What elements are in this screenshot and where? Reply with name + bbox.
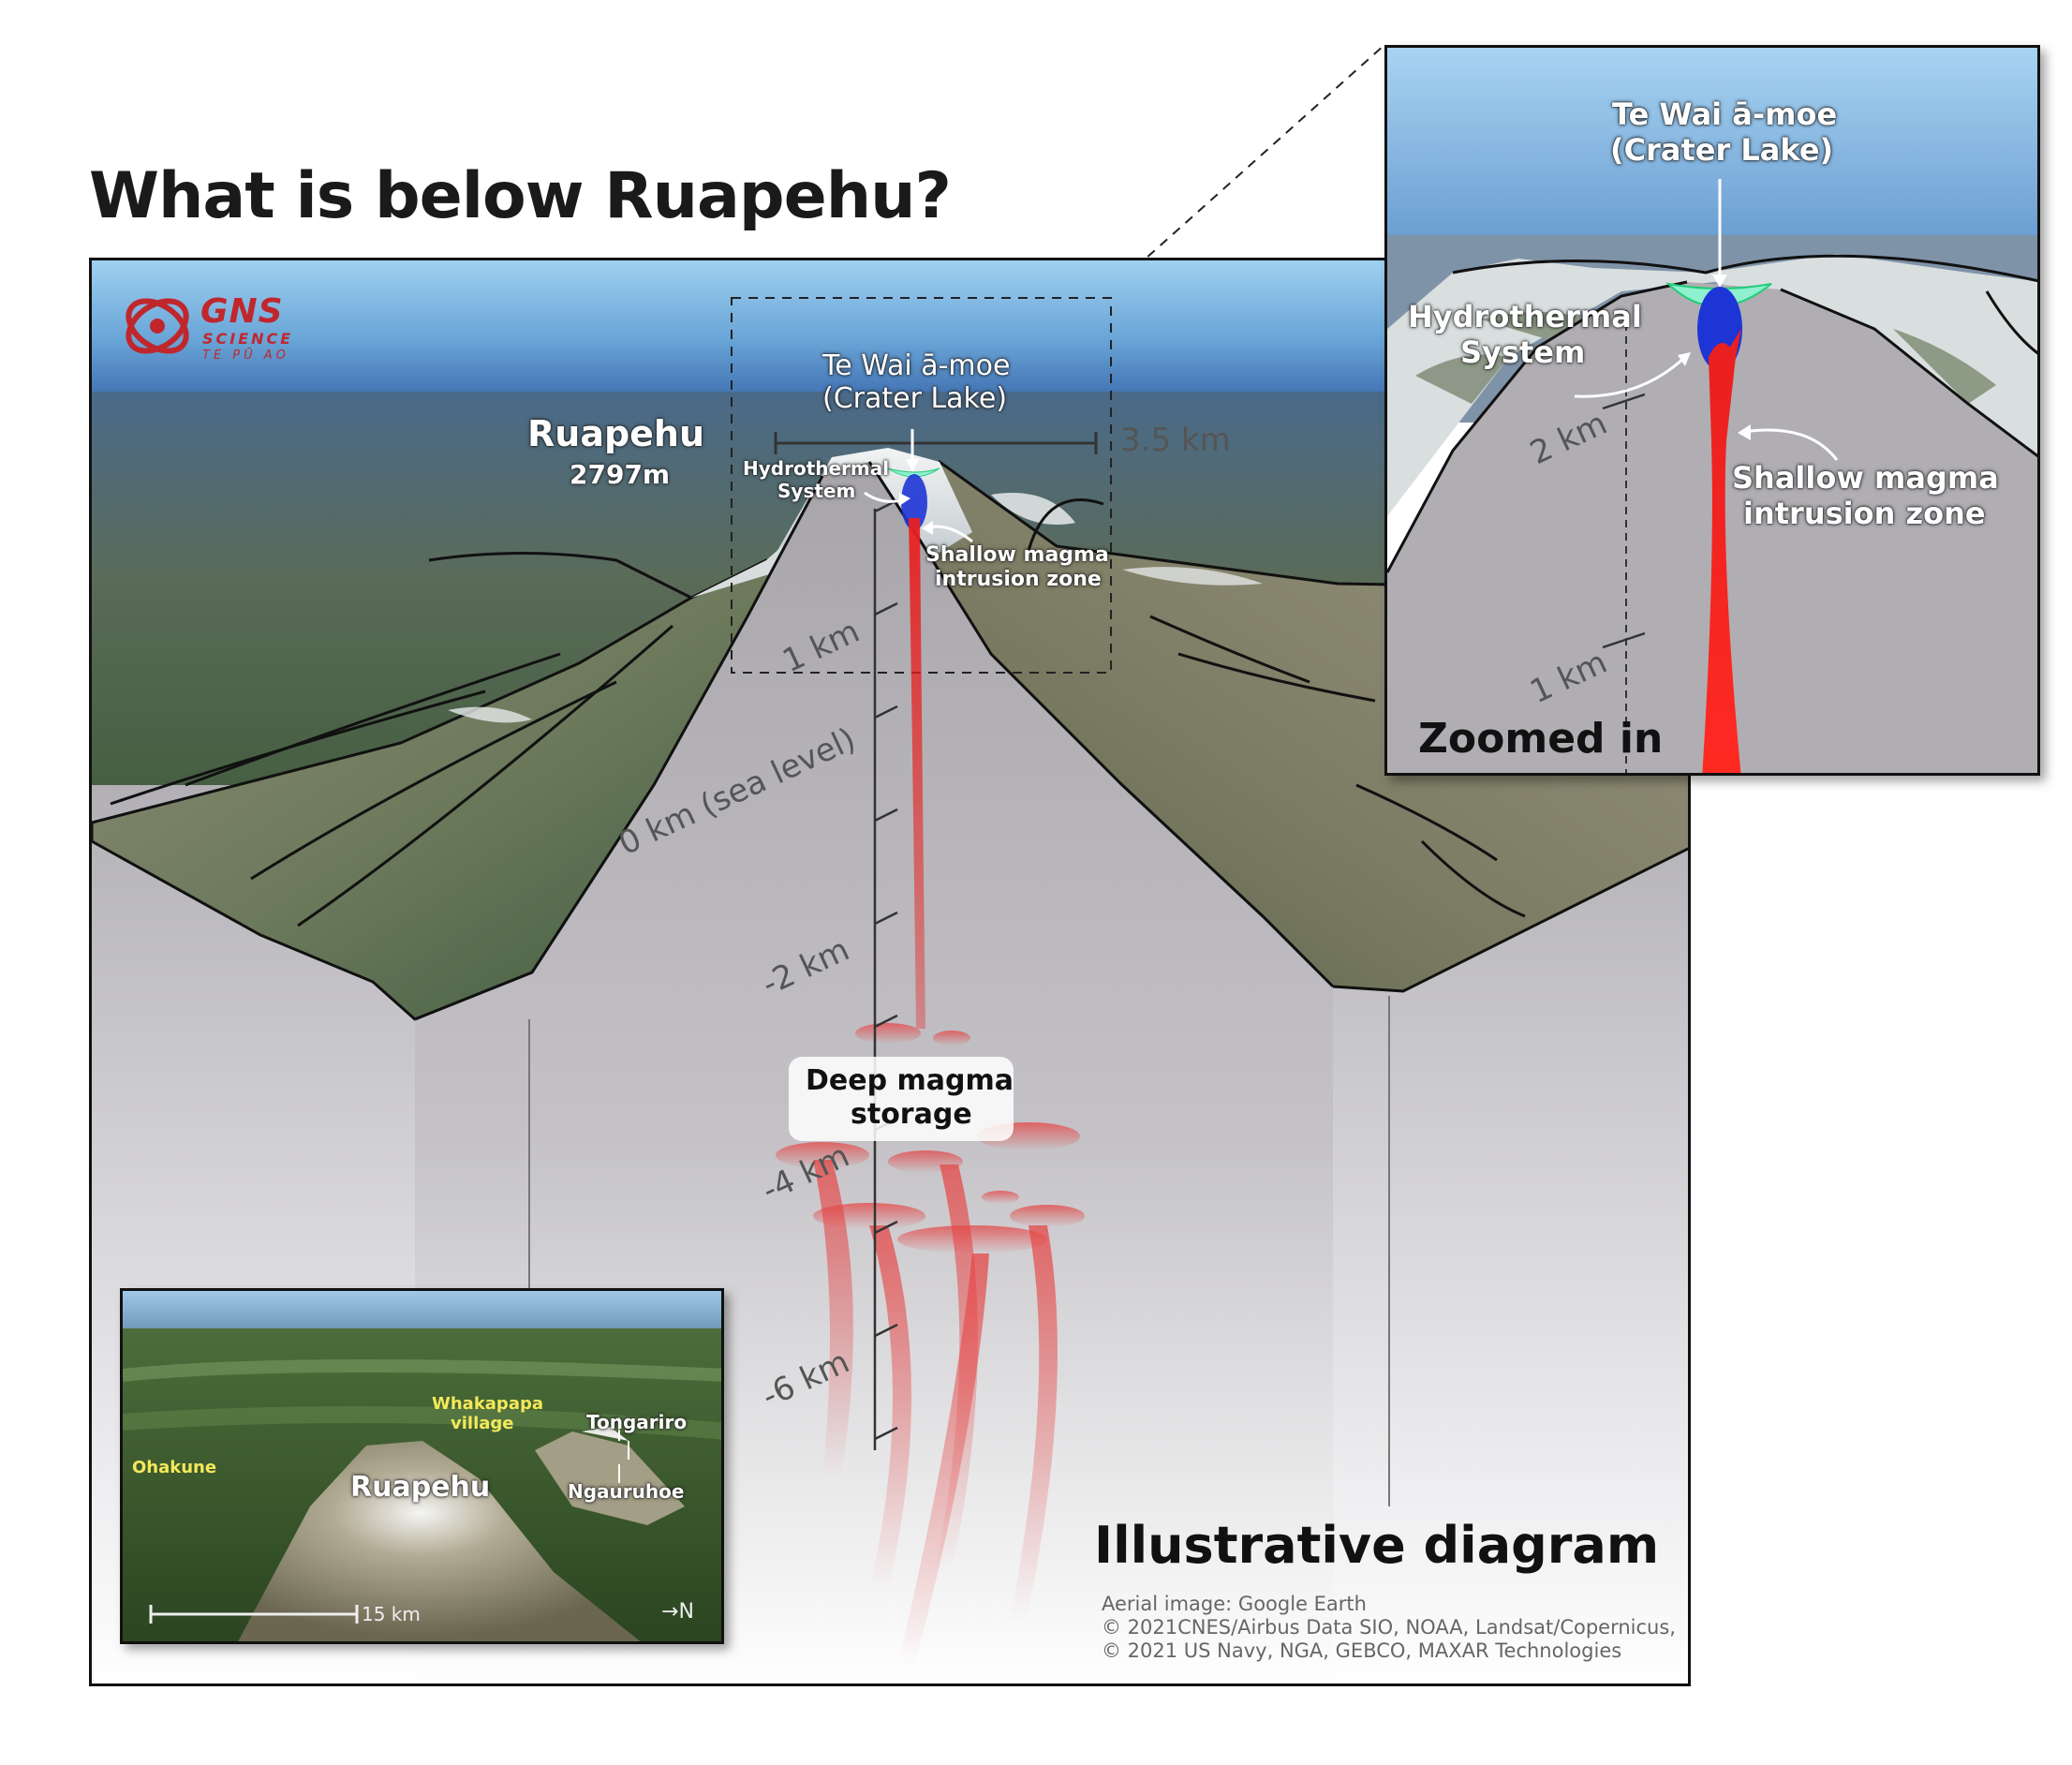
illustrative-caption: Illustrative diagram xyxy=(1094,1516,1660,1575)
crater-lake-label-line1: Te Wai ā-moe xyxy=(822,349,1011,382)
zoomed-in-caption: Zoomed in xyxy=(1418,715,1664,763)
north-label: N xyxy=(678,1600,694,1624)
gns-logo-maori: TE PŪ AO xyxy=(202,349,289,363)
credit-line3: © 2021 US Navy, NGA, GEBCO, MAXAR Techno… xyxy=(1102,1639,1622,1662)
zoom-hydrothermal-label-line1: Hydrothermal xyxy=(1408,299,1642,334)
hydrothermal-label-line1: Hydrothermal xyxy=(743,457,890,480)
inset-whakapapa-line1: Whakapapa xyxy=(432,1394,543,1414)
zoom-crater-lake-label-line1: Te Wai ā-moe xyxy=(1612,96,1838,132)
inset-north-arrow: →N xyxy=(661,1600,694,1624)
zoom-shallow-magma-label-line2: intrusion zone xyxy=(1743,496,1986,531)
zoom-shallow-magma-label-line1: Shallow magma xyxy=(1732,460,1999,496)
inset-ngauruhoe-label: Ngauruhoe xyxy=(568,1480,685,1503)
inset-ruapehu-label: Ruapehu xyxy=(350,1471,491,1504)
zoom-hydrothermal-label-line2: System xyxy=(1460,334,1586,370)
gns-logo-icon xyxy=(126,298,189,354)
deep-magma-label-line1: Deep magma xyxy=(806,1064,1014,1097)
hydrothermal-label-line2: System xyxy=(777,480,856,502)
page-title: What is below Ruapehu? xyxy=(89,159,952,233)
inset-scale-label: 15 km xyxy=(362,1603,421,1625)
inset-whakapapa-line2: village xyxy=(451,1414,514,1433)
zoom-crater-lake-label-line2: (Crater Lake) xyxy=(1610,132,1834,168)
zoomed-illustration xyxy=(1387,48,2037,773)
peak-elevation-label: 2797m xyxy=(570,459,671,490)
deep-magma-label-box: Deep magma storage xyxy=(789,1057,1014,1141)
gns-logo-name: GNS xyxy=(200,292,284,331)
location-inset-map: Whakapapa village Tongariro Ohakune Ruap… xyxy=(120,1288,724,1644)
credit-line1: Aerial image: Google Earth xyxy=(1102,1593,1367,1615)
zoomed-in-panel: Te Wai ā-moe (Crater Lake) Hydrothermal … xyxy=(1384,45,2040,776)
crater-lake-label-line2: (Crater Lake) xyxy=(822,382,1008,415)
gns-logo: GNS SCIENCE TE PŪ AO xyxy=(120,289,307,373)
scale-bar-label: 3.5 km xyxy=(1120,422,1231,459)
inset-ohakune-label: Ohakune xyxy=(132,1458,217,1477)
north-arrow-icon: → xyxy=(661,1600,679,1624)
deep-magma-label-line2: storage xyxy=(851,1098,972,1131)
gns-logo-science: SCIENCE xyxy=(202,330,294,348)
credit-line2: © 2021CNES/Airbus Data SIO, NOAA, Landsa… xyxy=(1102,1616,1676,1639)
shallow-magma-label-line1: Shallow magma xyxy=(925,543,1109,567)
inset-tongariro-label: Tongariro xyxy=(586,1411,688,1433)
shallow-magma-label-line2: intrusion zone xyxy=(935,568,1102,591)
inset-aerial-illustration xyxy=(123,1291,721,1641)
peak-name-label: Ruapehu xyxy=(527,413,705,454)
